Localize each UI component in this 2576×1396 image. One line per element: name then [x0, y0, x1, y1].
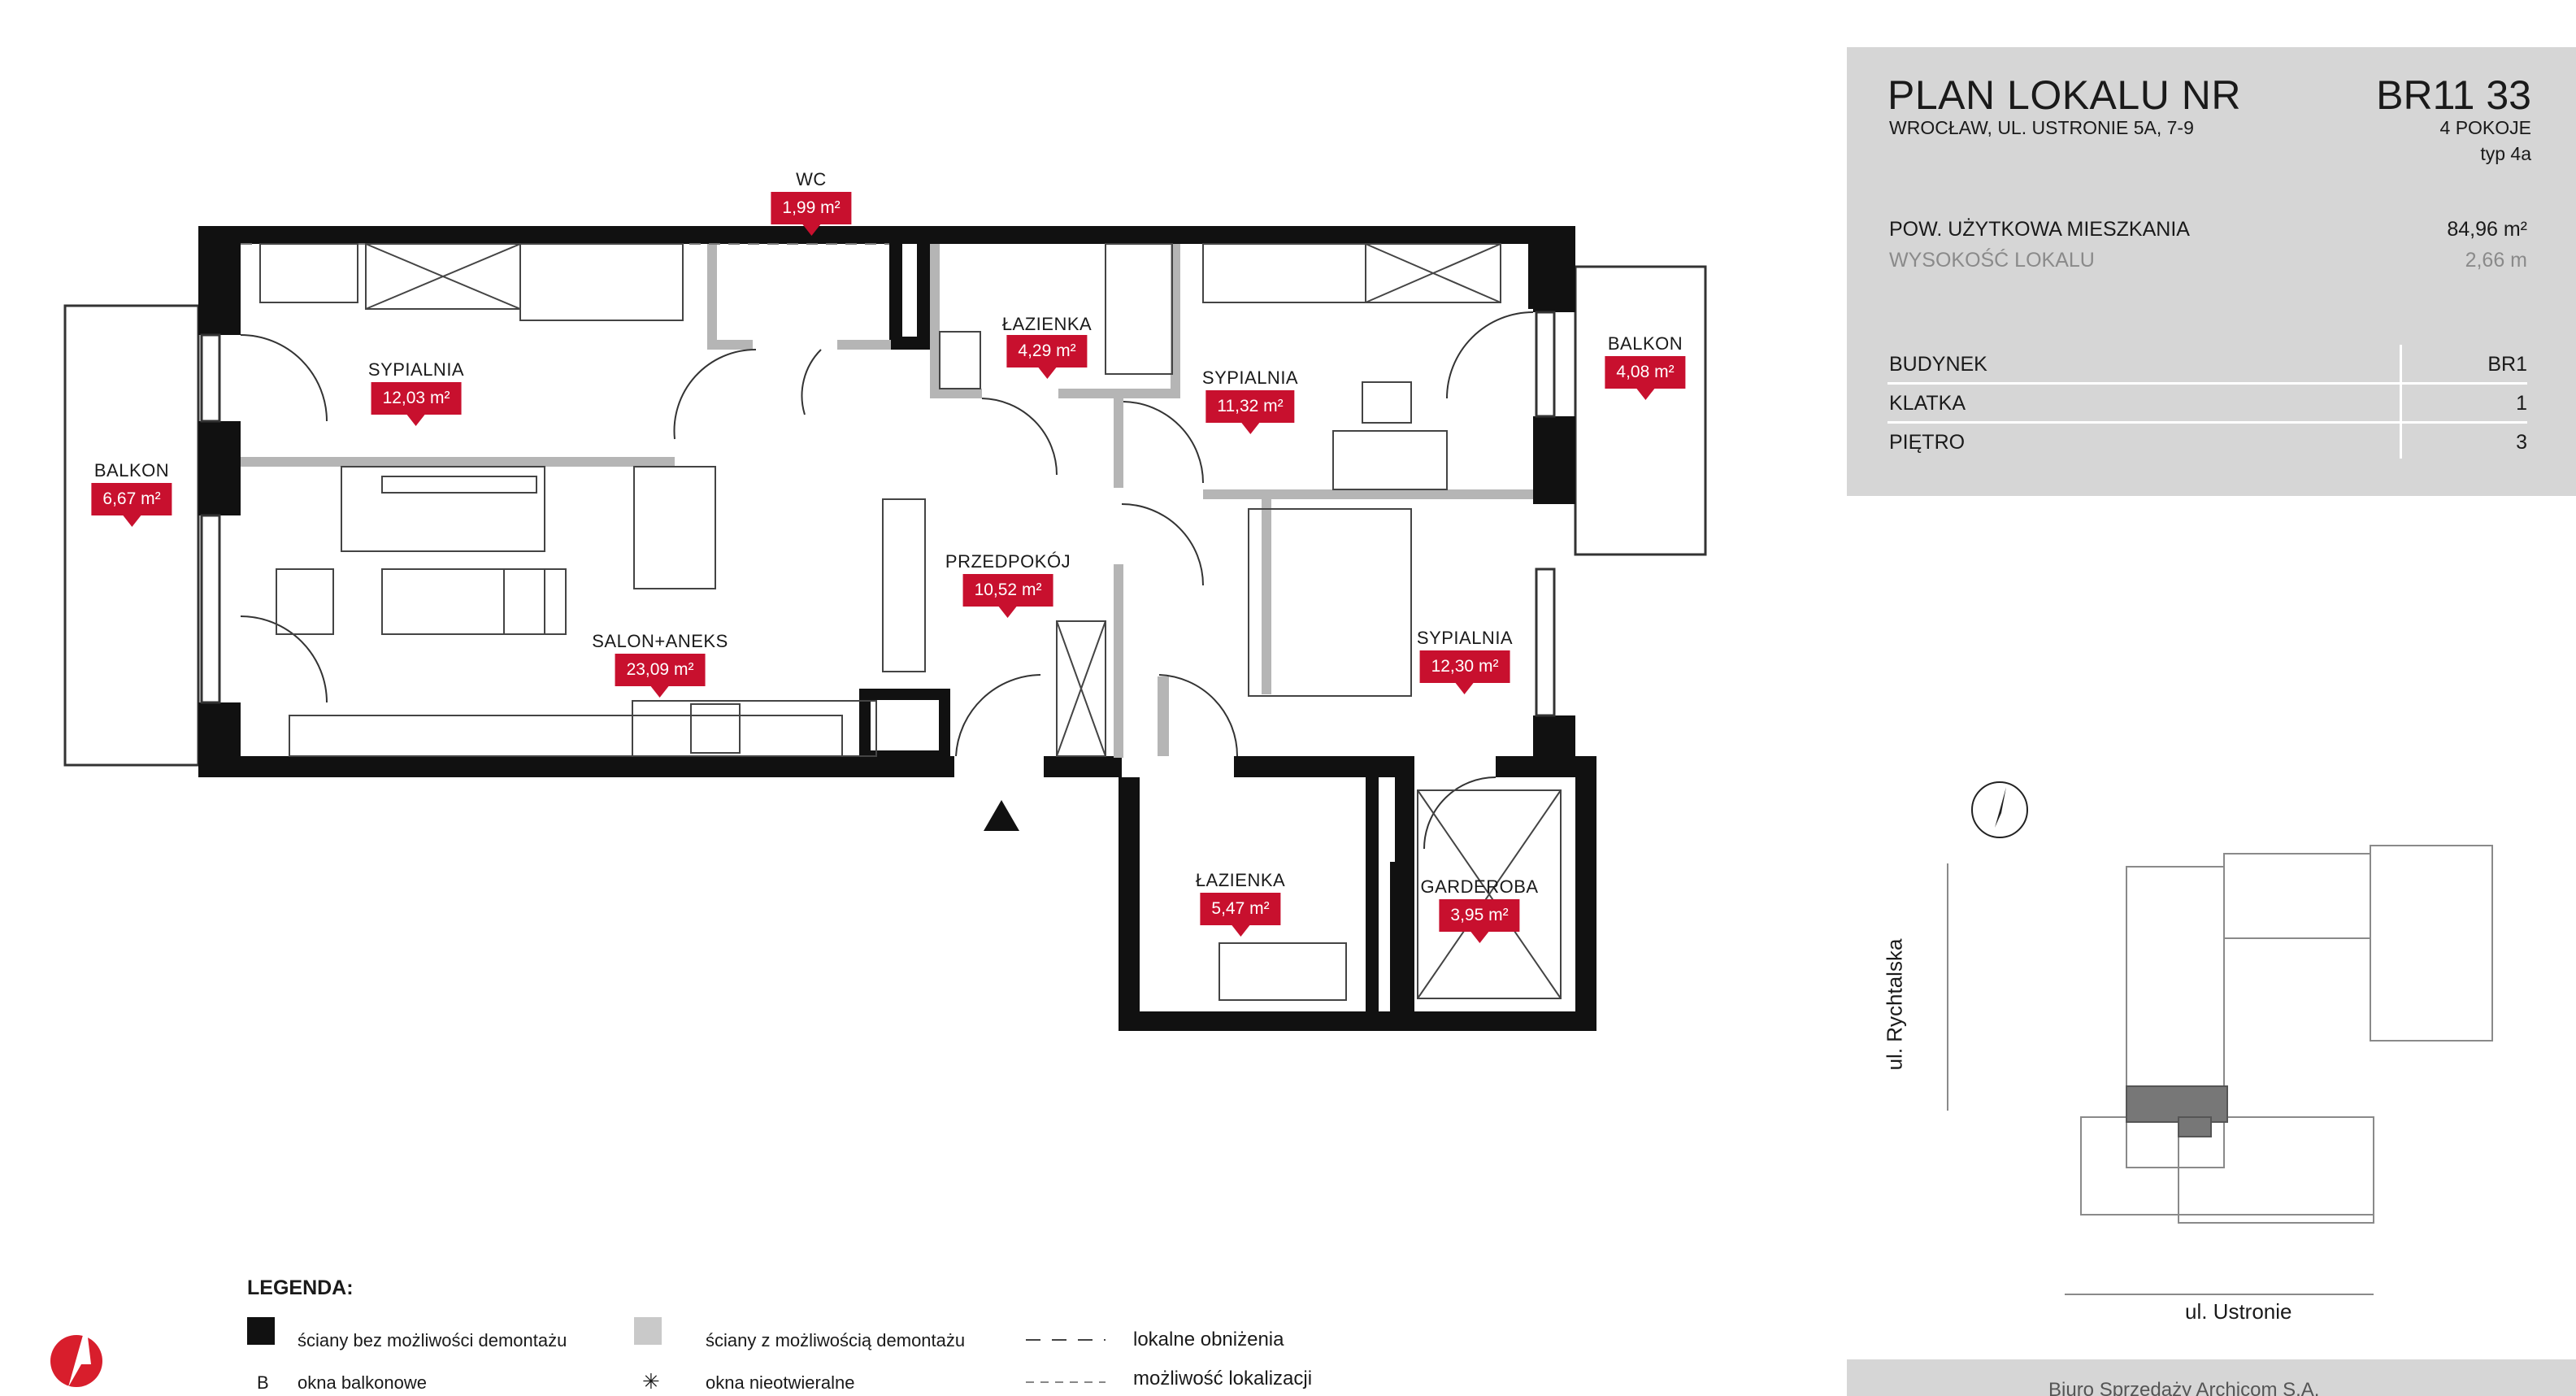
room-area-bathroom2: 5,47 m² [1200, 893, 1281, 937]
legend-swatch-removable [634, 1317, 662, 1345]
page-title: PLAN LOKALU NR [1887, 72, 2241, 118]
building-label: BUDYNEK [1889, 353, 1987, 376]
area-value: 84,96 m² [2447, 218, 2527, 241]
floor-label: PIĘTRO [1889, 431, 1966, 454]
room-area-wc: 1,99 m² [771, 192, 852, 236]
legend-fixed-symbol: ✳ [642, 1369, 660, 1394]
room-area-balcony-right: 4,08 m² [1605, 356, 1686, 400]
street-west-label: ul. Rychtalska [1882, 938, 1907, 1071]
unit-type: typ 4a [2480, 143, 2531, 164]
table-divider [2400, 345, 2402, 459]
area-label: POW. UŻYTKOWA MIESZKANIA [1889, 218, 2190, 241]
compass-icon [1971, 781, 2028, 838]
rooms-count: 4 POKOJE [2439, 117, 2531, 138]
floor-value: 3 [2516, 431, 2527, 454]
height-label: WYSOKOŚĆ LOKALU [1889, 249, 2095, 272]
north-arrow-icon [50, 1324, 102, 1387]
row-divider [1887, 421, 2527, 424]
room-area-wardrobe: 3,95 m² [1439, 899, 1520, 943]
room-label-bedroom1: SYPIALNIA [367, 359, 465, 380]
height-value: 2,66 m [2465, 249, 2527, 272]
fixed-walls [198, 226, 1596, 1031]
room-label-bathroom1: ŁAZIENKA [1001, 314, 1093, 334]
room-area-balcony-left: 6,67 m² [91, 483, 172, 527]
staircase-value: 1 [2516, 392, 2527, 415]
room-label-wardrobe: GARDEROBA [1420, 876, 1539, 897]
room-label-living: SALON+ANEKS [592, 631, 728, 651]
room-area-bathroom1: 4,29 m² [1006, 335, 1088, 379]
entrance-triangle-icon [984, 800, 1019, 831]
room-label-balcony-left: BALKON [93, 460, 170, 481]
room-label-bathroom2: ŁAZIENKA [1195, 870, 1286, 890]
street-south-label: ul. Ustronie [2185, 1299, 2292, 1324]
legend-possible-location: możliwość lokalizacji [1133, 1368, 1313, 1389]
legend-window-symbol: B [257, 1372, 269, 1393]
room-area-bedroom3: 12,30 m² [1419, 650, 1510, 694]
legend-lowered: lokalne obniżenia [1133, 1329, 1284, 1350]
address: WROCŁAW, UL. USTRONIE 5A, 7-9 [1889, 117, 2194, 138]
room-area-bedroom2: 11,32 m² [1205, 390, 1295, 434]
room-area-hall: 10,52 m² [962, 574, 1053, 618]
balcony-left [63, 304, 200, 767]
windows [200, 311, 1556, 717]
staircase-label: KLATKA [1889, 392, 1966, 415]
footer-bar: Biuro Sprzedaży Archicom S.A. [1847, 1359, 2576, 1396]
legend-swatch-fixed [247, 1317, 275, 1345]
furniture [259, 243, 1562, 1001]
room-area-living: 23,09 m² [615, 654, 706, 698]
legend-windows-balcony: okna balkonowe [298, 1372, 428, 1393]
room-label-hall: PRZEDPOKÓJ [945, 551, 1071, 572]
footer-text: Biuro Sprzedaży Archicom S.A. [2048, 1379, 2320, 1396]
info-panel: PLAN LOKALU NR BR11 33 WROCŁAW, UL. USTR… [1847, 47, 2576, 496]
room-label-balcony-right: BALKON [1607, 333, 1683, 354]
room-label-bedroom3: SYPIALNIA [1416, 628, 1514, 648]
room-label-wc: WC [796, 169, 827, 189]
building-value: BR1 [2487, 353, 2527, 376]
balcony-right [1574, 265, 1707, 556]
unit-code: BR11 33 [2376, 72, 2531, 118]
removable-walls [241, 244, 1533, 758]
row-divider [1887, 382, 2527, 385]
legend-walls-fixed: ściany bez możliwości demontażu [298, 1330, 567, 1350]
legend-title: LEGENDA: [247, 1276, 354, 1299]
site-map [1947, 845, 2493, 1295]
legend-walls-removable: ściany z możliwością demontażu [706, 1330, 966, 1350]
legend-windows-fixed: okna nieotwieralne [706, 1372, 855, 1393]
room-area-bedroom1: 12,03 m² [371, 382, 462, 426]
room-label-bedroom2: SYPIALNIA [1201, 367, 1299, 388]
door-swings [240, 311, 1534, 850]
